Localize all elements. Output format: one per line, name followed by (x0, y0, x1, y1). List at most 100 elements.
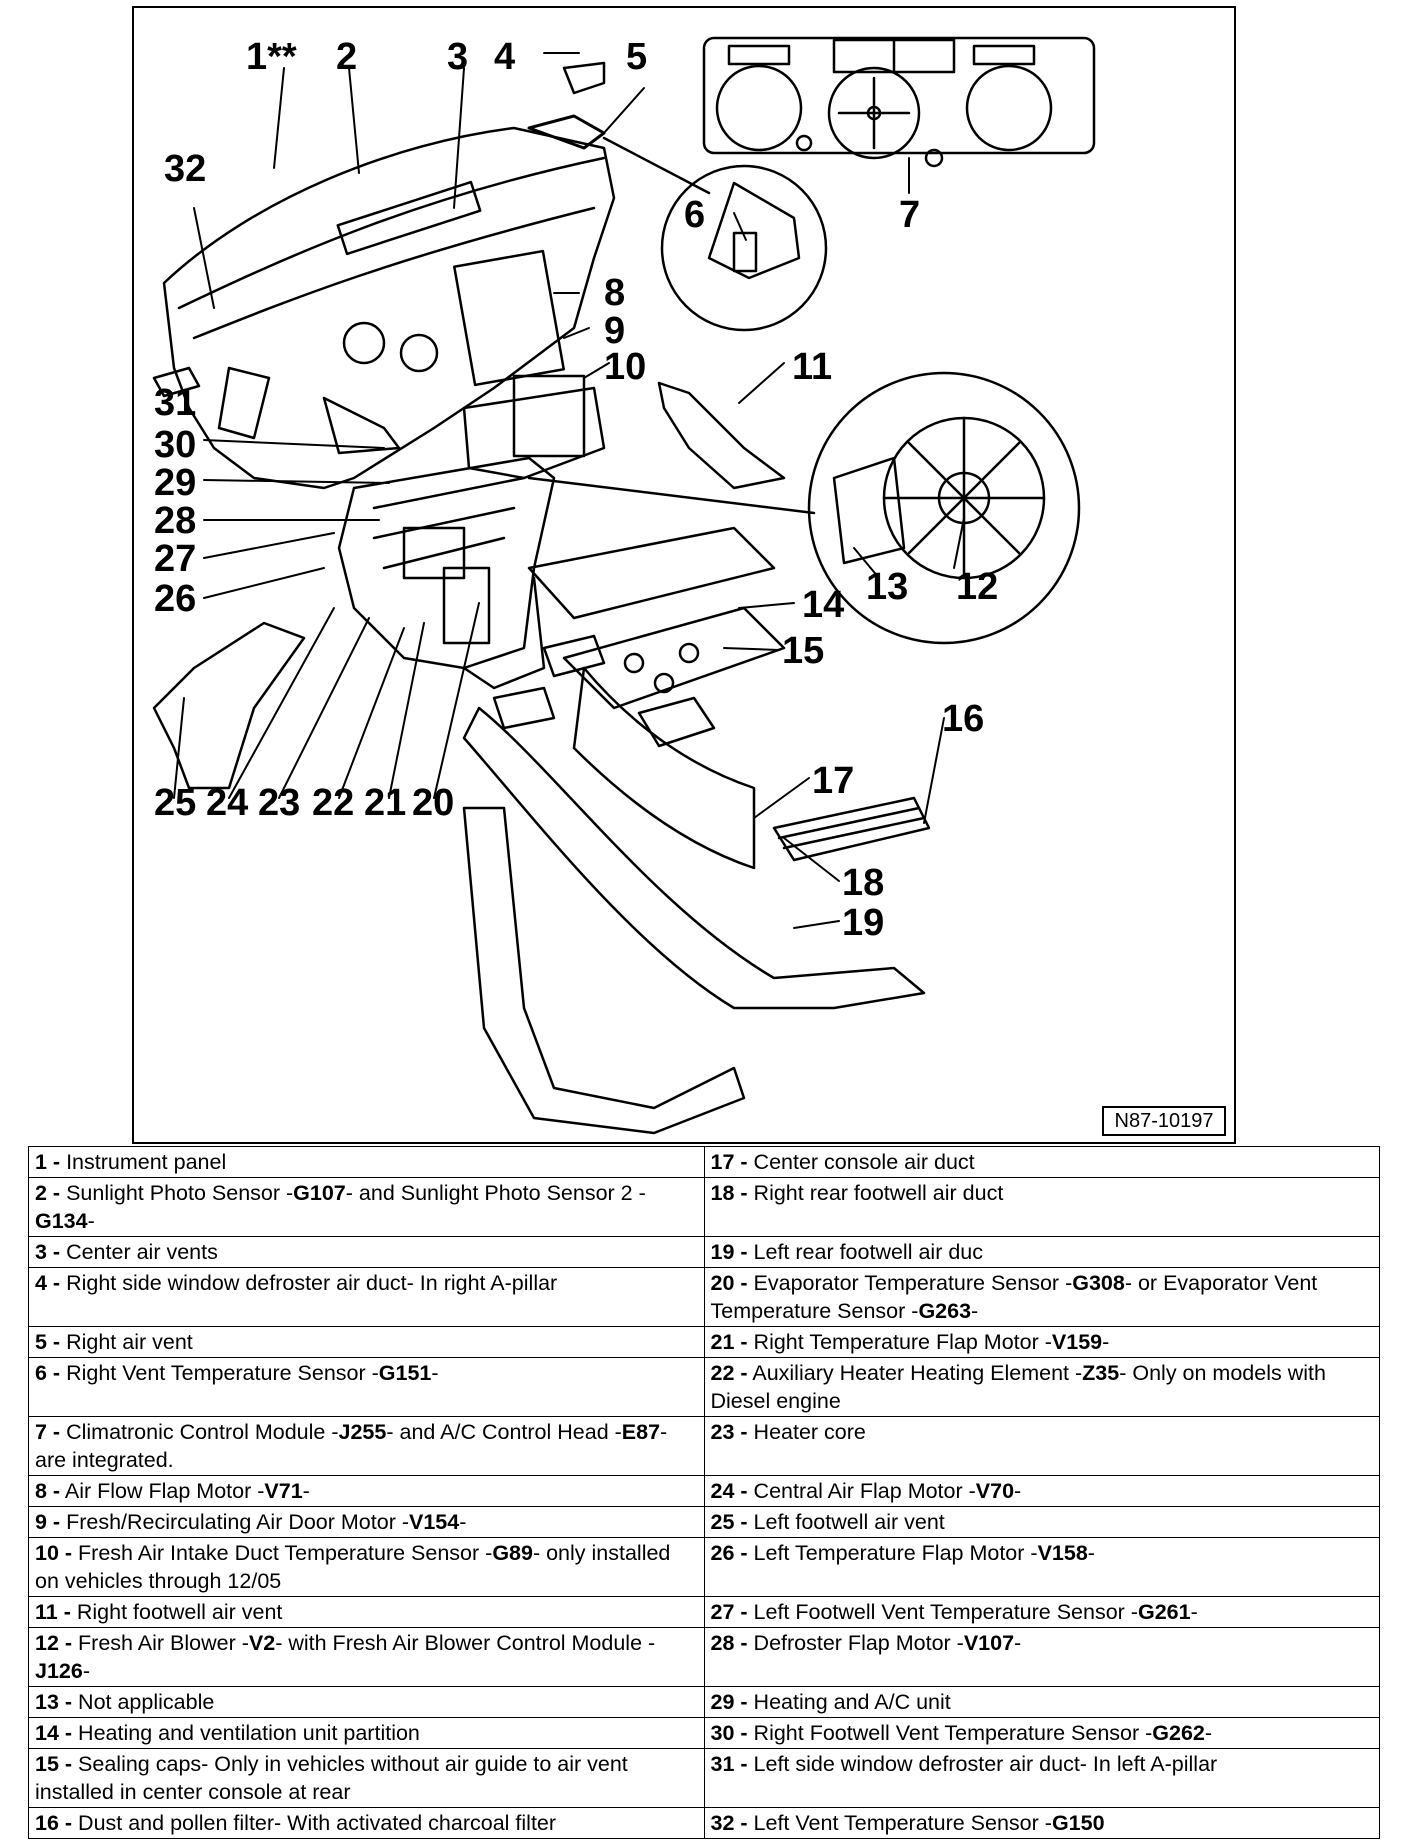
legend-text: - and Sunlight Photo Sensor 2 - (345, 1181, 646, 1205)
legend-text: - (1204, 1721, 1213, 1745)
legend-code: G261 (1137, 1600, 1191, 1624)
legend-text: Defroster Flap Motor - (753, 1631, 964, 1655)
legend-text: - (431, 1361, 439, 1385)
legend-number: 6 - (35, 1361, 61, 1385)
legend-number: 24 - (710, 1479, 748, 1503)
legend-number: 7 - (35, 1420, 61, 1444)
figure-code: N87-10197 (1102, 1106, 1226, 1136)
legend-code: E87 (621, 1420, 661, 1444)
legend-text: - (459, 1510, 467, 1534)
legend-text: Right rear footwell air duct (753, 1181, 1004, 1205)
legend-number: 16 - (35, 1811, 73, 1835)
callout-label: 17 (812, 760, 855, 802)
legend-code: Z35 (1082, 1361, 1120, 1385)
legend-cell: 29 - Heating and A/C unit (703, 1686, 1380, 1718)
rear-footwell-duct-right-shape (462, 706, 926, 1010)
legend-cell: 31 - Left side window defroster air duct… (703, 1748, 1380, 1808)
legend-code: V158 (1037, 1541, 1088, 1565)
legend-row: 7 - Climatronic Control Module -J255- an… (28, 1416, 1380, 1476)
legend-cell: 3 - Center air vents (28, 1236, 705, 1268)
legend-text: - (87, 1209, 95, 1233)
legend-number: 31 - (710, 1752, 748, 1776)
legend-text: Right footwell air vent (76, 1600, 283, 1624)
callout-label: 19 (842, 902, 885, 944)
legend-text: Left Temperature Flap Motor - (753, 1541, 1038, 1565)
center-console-duct-shape (572, 666, 756, 870)
callout-label: 18 (842, 862, 885, 904)
legend-text: Heating and A/C unit (753, 1690, 951, 1714)
left-footwell-vent-shape (152, 621, 306, 790)
legend-text: Left side window defroster air duct- In … (753, 1752, 1218, 1776)
legend-number: 26 - (710, 1541, 748, 1565)
legend-code: V70 (975, 1479, 1015, 1503)
legend-number: 30 - (710, 1721, 748, 1745)
legend-number: 11 - (35, 1600, 71, 1624)
legend-text: Center air vents (66, 1240, 218, 1264)
legend-text: Fresh Air Blower - (78, 1631, 249, 1655)
sealing-caps-shape (542, 634, 606, 678)
legend-text: Left footwell air vent (753, 1510, 945, 1534)
legend-text: - (971, 1299, 979, 1323)
right-footwell-vent-shape (657, 381, 786, 490)
legend-text: - (1014, 1479, 1022, 1503)
legend-cell: 32 - Left Vent Temperature Sensor -G150 (703, 1807, 1380, 1839)
legend-code: J126 (35, 1659, 83, 1683)
callout-label: 23 (258, 782, 301, 824)
callout-label: 2 (336, 36, 358, 78)
callout-label: 7 (899, 194, 921, 236)
callout-label: 1** (246, 36, 297, 78)
legend-text: - (1190, 1600, 1198, 1624)
legend-text: - are integrated. (35, 1420, 668, 1472)
legend-text: Left rear footwell air duc (753, 1240, 983, 1264)
callout-label: 21 (364, 782, 407, 824)
legend-row: 6 - Right Vent Temperature Sensor -G151-… (28, 1357, 1380, 1417)
legend-text: Evaporator Temperature Sensor - (753, 1271, 1073, 1295)
legend-text: Fresh/Recirculating Air Door Motor - (66, 1510, 409, 1534)
legend-text: - (1102, 1330, 1110, 1354)
instrument-panel-shape (162, 126, 616, 490)
legend-number: 19 - (710, 1240, 748, 1264)
legend-row: 15 - Sealing caps- Only in vehicles with… (28, 1748, 1380, 1808)
legend-number: 12 - (35, 1631, 73, 1655)
callout-label: 31 (154, 382, 197, 424)
callout-label: 6 (684, 194, 706, 236)
legend-text: Right Vent Temperature Sensor - (66, 1361, 379, 1385)
legend-cell: 28 - Defroster Flap Motor -V107- (703, 1627, 1380, 1687)
legend-cell: 19 - Left rear footwell air duc (703, 1236, 1380, 1268)
legend-text: - only installed on vehicles through 12/… (35, 1541, 671, 1593)
legend-text: Central Air Flap Motor - (753, 1479, 976, 1503)
callout-label: 4 (494, 36, 516, 78)
legend-number: 25 - (710, 1510, 748, 1534)
legend-text: - (302, 1479, 310, 1503)
legend-text: Air Flow Flap Motor - (64, 1479, 265, 1503)
legend-code: G134 (35, 1209, 88, 1233)
legend-cell: 12 - Fresh Air Blower -V2- with Fresh Ai… (28, 1627, 705, 1687)
legend-text: Right air vent (66, 1330, 193, 1354)
legend-number: 10 - (35, 1541, 73, 1565)
legend-text: - Only on models with Diesel engine (710, 1361, 1326, 1413)
legend-cell: 5 - Right air vent (28, 1326, 705, 1358)
legend-text: Auxiliary Heater Heating Element - (752, 1361, 1083, 1385)
legend-cell: 21 - Right Temperature Flap Motor -V159- (703, 1326, 1380, 1358)
legend-text: Heating and ventilation unit partition (78, 1721, 420, 1745)
legend-cell: 26 - Left Temperature Flap Motor -V158- (703, 1537, 1380, 1597)
legend-cell: 18 - Right rear footwell air duct (703, 1177, 1380, 1237)
legend-code: G308 (1072, 1271, 1125, 1295)
blower-detail-circle (807, 371, 1081, 645)
legend-number: 2 - (35, 1181, 61, 1205)
vent-detail-circle (660, 164, 828, 332)
legend-number: 18 - (710, 1181, 748, 1205)
legend-text: - and A/C Control Head - (386, 1420, 622, 1444)
callout-label: 3 (447, 36, 469, 78)
legend-number: 9 - (35, 1510, 61, 1534)
callout-label: 15 (782, 630, 825, 672)
legend-number: 23 - (710, 1420, 748, 1444)
legend-cell: 9 - Fresh/Recirculating Air Door Motor -… (28, 1506, 705, 1538)
heating-ac-unit-shape (337, 374, 606, 690)
legend-number: 20 - (710, 1271, 748, 1295)
